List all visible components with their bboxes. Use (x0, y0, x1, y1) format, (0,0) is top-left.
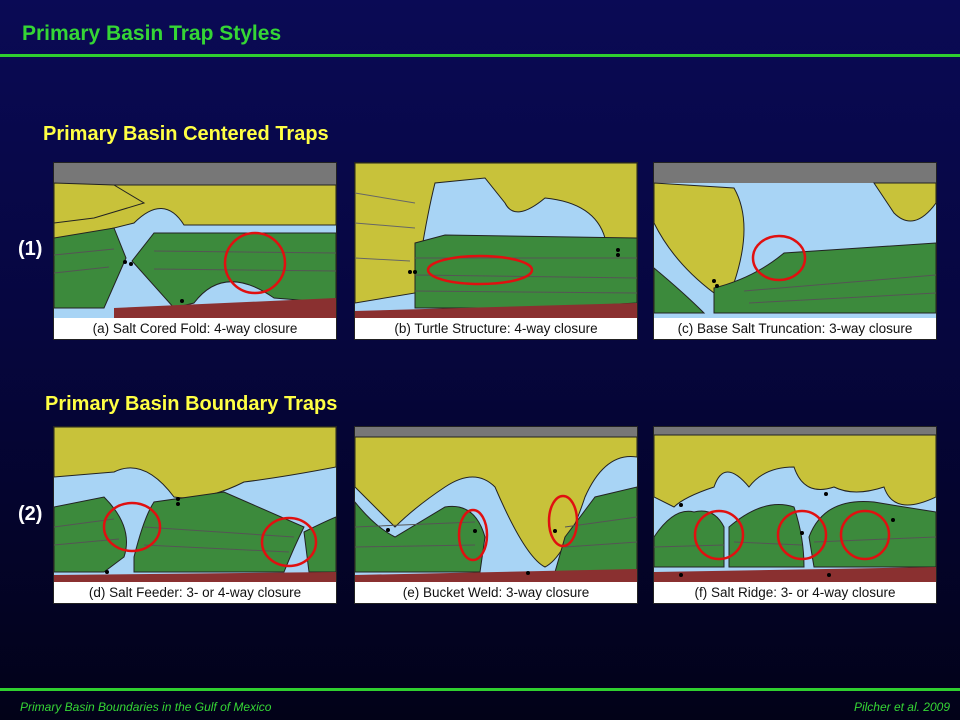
panel-caption: (c) Base Salt Truncation: 3-way closure (654, 318, 936, 339)
panel-salt-cored-fold: (a) Salt Cored Fold: 4-way closure (53, 162, 337, 340)
panel-bucket-weld: (e) Bucket Weld: 3-way closure (354, 426, 638, 604)
row-label-1: (1) (18, 238, 43, 260)
panel-salt-ridge: (f) Salt Ridge: 3- or 4-way closure (653, 426, 937, 604)
diagram-turtle-structure (355, 163, 637, 318)
panel-salt-feeder: (d) Salt Feeder: 3- or 4-way closure (53, 426, 337, 604)
panel-caption: (b) Turtle Structure: 4-way closure (355, 318, 637, 339)
row-label-2: (2) (18, 503, 43, 525)
panel-caption: (f) Salt Ridge: 3- or 4-way closure (654, 582, 936, 603)
section-heading-basin-centered: Primary Basin Centered Traps (43, 123, 329, 145)
section-heading-basin-boundary: Primary Basin Boundary Traps (45, 393, 338, 415)
diagram-salt-cored-fold (54, 163, 336, 318)
diagram-bucket-weld (355, 427, 637, 582)
diagram-salt-feeder (54, 427, 336, 582)
footer-divider (0, 688, 960, 691)
footer-right-credit: Pilcher et al. 2009 (853, 700, 950, 714)
panel-caption: (e) Bucket Weld: 3-way closure (355, 582, 637, 603)
panel-base-salt-truncation: (c) Base Salt Truncation: 3-way closure (653, 162, 937, 340)
title-divider (0, 54, 960, 57)
diagram-base-salt-truncation (654, 163, 936, 318)
footer-left-text: Primary Basin Boundaries in the Gulf of … (20, 700, 272, 714)
panel-caption: (a) Salt Cored Fold: 4-way closure (54, 318, 336, 339)
panel-caption: (d) Salt Feeder: 3- or 4-way closure (54, 582, 336, 603)
panel-turtle-structure: (b) Turtle Structure: 4-way closure (354, 162, 638, 340)
diagram-salt-ridge (654, 427, 936, 582)
slide-title: Primary Basin Trap Styles (22, 22, 282, 45)
